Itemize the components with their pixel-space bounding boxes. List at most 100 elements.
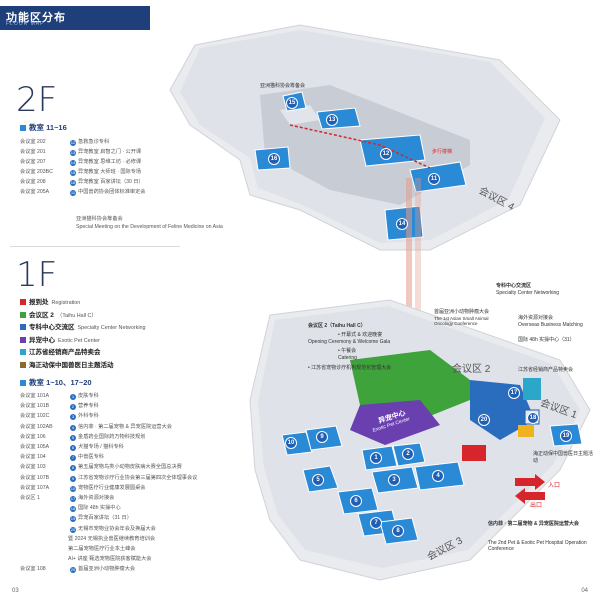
room-row: 暨 2024 无锡执业兽医继续教育培训会 <box>20 535 155 542</box>
legend-label: 江苏省经销商产品特卖会 <box>29 349 101 356</box>
legend-label-en: Specialty Center Networking <box>77 325 146 331</box>
page-number-right: 04 <box>581 588 588 594</box>
page-subtitle: FLOOR MAP <box>6 21 45 27</box>
specialty-label: 专科中心交流区 <box>496 283 532 289</box>
floor-1-section-title: 教室 1~10、17~20 <box>20 377 92 388</box>
exit-label: 出口 <box>530 503 543 509</box>
room-row: AI+ 讲座 甄选宠物医院获客赋能大会 <box>20 555 151 562</box>
room-badge-16: 16 <box>268 153 280 165</box>
room-number-badge: 20 <box>70 567 76 574</box>
room-badge-8: 8 <box>392 525 404 537</box>
room-name: 会议室 201 <box>20 149 46 155</box>
zone-2-item-c: • 午餐会 <box>338 348 357 354</box>
legend-label: 异宠中心 <box>29 336 55 344</box>
overseas-label: 海外资源对接会 <box>518 315 554 321</box>
room-row: 第二届宠物医疗行业本土峰会 <box>20 545 135 552</box>
lab-label: 国际 48h 实操中心（31） <box>518 337 575 343</box>
room-topic: 江苏省宠物诊疗行业协会第三届第四次全体理事会议 <box>78 474 198 481</box>
registration-desk <box>462 445 486 461</box>
room-name: 会议室 101A <box>20 393 50 399</box>
room-badge-3: 3 <box>388 474 400 486</box>
classroom-swatch <box>20 125 26 131</box>
oncology-label: 首届亚洲小动物肿瘤大会 <box>434 309 490 315</box>
room-name: 会议室 108 <box>20 566 46 573</box>
room-topic: 外科专科 <box>78 413 99 420</box>
room-number-badge: 12 <box>70 140 76 146</box>
classroom-swatch <box>20 380 26 386</box>
room-badge-4: 4 <box>432 470 444 482</box>
room-number-badge: 13 <box>70 150 76 156</box>
room-topic: 第五届宠物鸟类小动物皮肤病大赛全国总决赛 <box>78 464 182 471</box>
legend-label: 海正动保中国兽医日主题活动 <box>29 361 114 369</box>
room-number-badge: 18 <box>70 506 76 513</box>
room-badge-9: 9 <box>316 431 328 443</box>
floor-1-label: 1F <box>16 255 58 295</box>
room-badge-6: 6 <box>350 495 362 507</box>
room-topic: 首届亚洲小动物肿瘤大会 <box>78 566 136 573</box>
room-name: 会议室 103 <box>20 464 46 471</box>
jiangsu-label: 江苏省经销商产品特卖会 <box>518 367 574 373</box>
haizheng-label: 海正动保中国兽医日主题活动 <box>533 451 594 464</box>
room-badge-2: 2 <box>402 448 414 460</box>
zone-2-map-label: 会议区 2 <box>452 364 491 375</box>
legend-label-en: Registration <box>51 300 81 306</box>
room-topic: 异宠教室 思维工坊 · 必修课 <box>78 159 142 165</box>
room-number-badge: 8 <box>70 465 76 472</box>
room-name: 会议室 101B <box>20 403 50 410</box>
legend-swatch <box>20 299 26 305</box>
room-badge-15: 15 <box>286 97 298 109</box>
oncology-label-en: The 1st Asian Small Animal Oncology Conf… <box>434 316 489 326</box>
room-number-badge: 7 <box>70 455 76 462</box>
ops-label-en: The 2nd Pet & Exotic Pet Hospital Operat… <box>488 540 587 552</box>
overseas-label-en: Overseas Business Matching <box>518 322 583 328</box>
room-topic: 无锡市宠物业协会年会及换届大会 <box>78 525 156 532</box>
room-name: 会议室 205A <box>20 189 50 195</box>
legend-swatch <box>20 361 26 368</box>
room-name: 会议室 207 <box>20 159 46 165</box>
room-name: 会议室 208 <box>20 179 46 185</box>
room-name: 会议室 107A <box>20 484 50 491</box>
room-topic: 营养专科 <box>78 403 99 410</box>
room-number-badge: 9 <box>70 475 76 482</box>
room-badge-14: 14 <box>396 218 408 230</box>
exotic-center-area <box>350 400 440 445</box>
room-number-badge: 10 <box>70 485 76 492</box>
jiangsu-sales-area <box>523 378 541 400</box>
legend-swatch <box>20 311 26 318</box>
room-topic: 犬猫专场 / 猫科专科 <box>78 444 124 450</box>
room-badge-11: 11 <box>428 173 440 185</box>
room-number-badge: 6 <box>70 445 76 451</box>
room-topic: 中兽医专科 <box>78 454 104 461</box>
room-name: 会议室 102AB <box>20 423 53 430</box>
floor-2-plan <box>169 24 561 251</box>
page-header: 功能区分布 FLOOR MAP <box>0 6 150 30</box>
room-badge-20: 20 <box>478 414 490 426</box>
room-name: 会议室 106 <box>20 433 46 440</box>
room-badge-19: 19 <box>560 430 572 442</box>
room-topic: 第二届宠物医疗行业本土峰会 <box>68 546 136 552</box>
room-name: 会议室 105A <box>20 444 50 450</box>
room-topic: 异宠教室 启智之门 · 公开课 <box>78 149 142 155</box>
room-badge-5: 5 <box>312 474 324 486</box>
entrance-arrow <box>515 474 545 490</box>
zone-2-title: 会议区 2（Taihu Hall C） <box>308 323 366 329</box>
room-name: 会议室 107B <box>20 474 50 481</box>
asia-feline-label: 亚洲猫科协会筹备会 <box>260 83 306 89</box>
floor-2-extra-2: Special Meeting on the Development of Fe… <box>76 224 223 230</box>
room-topic: AI+ 讲座 甄选宠物医院获客赋能大会 <box>68 556 152 563</box>
room-topic: 皮肤专科 <box>78 393 99 399</box>
